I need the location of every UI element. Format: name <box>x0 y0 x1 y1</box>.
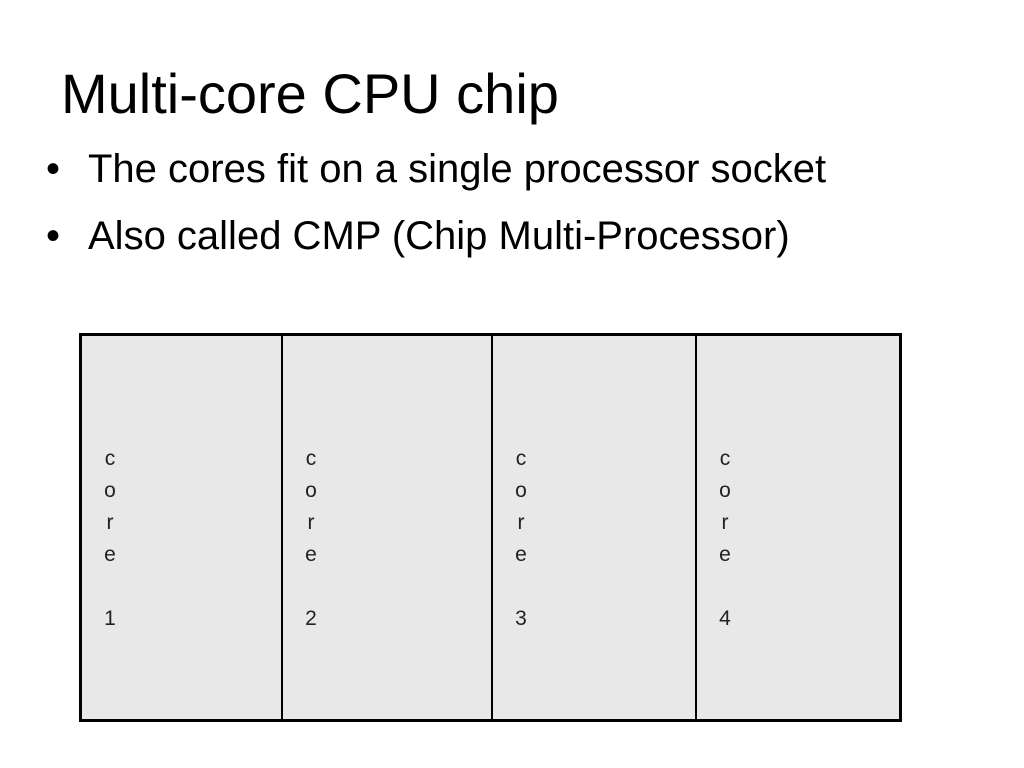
bullet-item: • Also called CMP (Chip Multi-Processor) <box>44 207 826 265</box>
core-1-label: c o r e 1 <box>104 447 116 630</box>
bullet-item: • The cores fit on a single processor so… <box>44 140 826 198</box>
bullet-marker: • <box>46 214 61 258</box>
core-3-block: c o r e 3 <box>493 336 697 719</box>
bullet-list: • The cores fit on a single processor so… <box>44 140 826 274</box>
core-4-block: c o r e 4 <box>697 336 899 719</box>
core-2-label: c o r e 2 <box>305 447 317 630</box>
bullet-text: The cores fit on a single processor sock… <box>88 147 827 191</box>
core-4-label: c o r e 4 <box>719 447 731 630</box>
core-2-block: c o r e 2 <box>283 336 493 719</box>
core-3-label: c o r e 3 <box>515 447 527 630</box>
bullet-marker: • <box>46 147 61 191</box>
bullet-text: Also called CMP (Chip Multi-Processor) <box>88 214 790 258</box>
core-1-block: c o r e 1 <box>82 336 283 719</box>
cpu-chip-diagram: c o r e 1 c o r e 2 c o r e 3 c o r e 4 <box>79 333 902 722</box>
slide-title: Multi-core CPU chip <box>61 62 559 125</box>
